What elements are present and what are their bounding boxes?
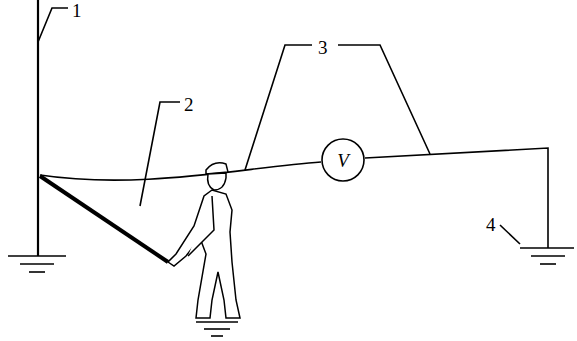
meter-letter: V	[337, 151, 349, 170]
callout-number: 3	[318, 38, 328, 57]
leader-line	[140, 102, 180, 206]
leader-line	[338, 45, 430, 154]
wire	[365, 148, 548, 248]
insulating-rod	[40, 176, 168, 262]
callout-number: 2	[184, 95, 194, 114]
leader-line	[500, 225, 520, 244]
callout-number: 4	[486, 215, 496, 234]
ground-symbol	[8, 256, 66, 272]
ground-symbol	[520, 248, 574, 264]
leader-line	[245, 45, 312, 170]
ground-symbol	[196, 322, 238, 336]
voltmeter-circle: V	[321, 138, 365, 182]
callout-number: 1	[72, 1, 82, 20]
wire	[40, 162, 321, 180]
leader-line	[38, 8, 68, 42]
person	[168, 163, 240, 318]
